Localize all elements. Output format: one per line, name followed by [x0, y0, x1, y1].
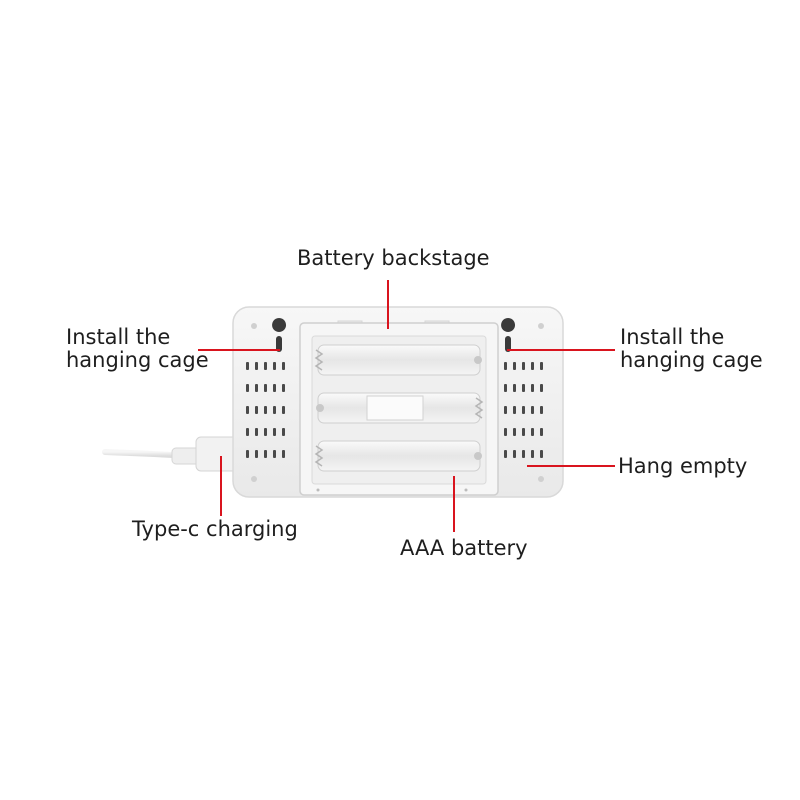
usb-cable-icon — [102, 436, 241, 472]
callout-line-hanging-left — [198, 349, 280, 351]
callout-line-hanging-right — [507, 349, 615, 351]
label-hang-empty: Hang empty — [618, 454, 748, 478]
callout-line-aaa-battery — [453, 476, 455, 532]
label-type-c-charging: Type-c charging — [132, 517, 298, 541]
callout-line-hang-empty — [527, 465, 615, 467]
hanging-slot-icon — [501, 318, 516, 352]
callout-line-battery-backstage — [387, 280, 389, 329]
label-battery-backstage: Battery backstage — [297, 246, 490, 270]
label-aaa-battery: AAA battery — [400, 536, 528, 560]
hanging-slot-icon — [272, 318, 287, 352]
callout-line-type-c — [220, 456, 222, 516]
label-hanging-right-line2: hanging cage — [620, 348, 763, 372]
label-hanging-left-line1: Install the — [66, 325, 171, 349]
label-hanging-right-line1: Install the — [620, 325, 725, 349]
battery-icon — [314, 344, 484, 472]
label-hanging-left-line2: hanging cage — [66, 348, 209, 372]
